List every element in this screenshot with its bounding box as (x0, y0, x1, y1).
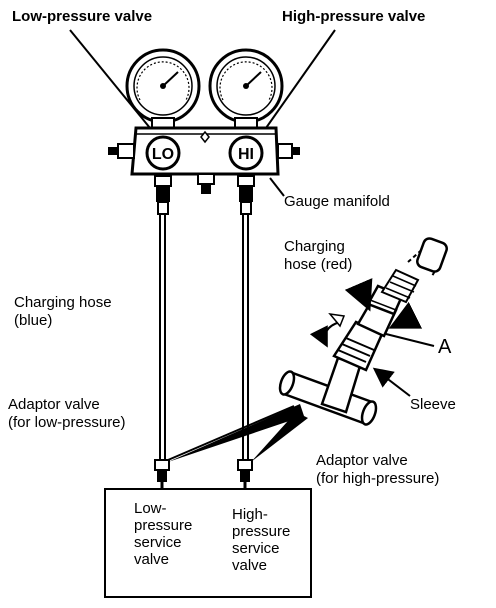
gauge-manifold-label: Gauge manifold (284, 193, 390, 210)
high-hose-fitting (237, 175, 255, 215)
charging-hose-blue-label-line1: Charging hose (14, 294, 112, 311)
adaptor-valve-high-label-line2: (for high-pressure) (316, 470, 440, 487)
callout-a-leader (385, 333, 435, 347)
high-pressure-gauge (208, 48, 284, 129)
high-pressure-valve-leader (265, 29, 336, 129)
low-pressure-gauge (125, 48, 201, 129)
low-hose-fitting (154, 175, 172, 215)
service-valve-box (104, 488, 312, 598)
sleeve-leader (372, 367, 411, 397)
lo-knob-label: LO (152, 146, 174, 163)
low-pressure-service-valve-label: Low- pressure service valve (134, 500, 193, 568)
detail-wedge-high (251, 412, 308, 462)
adaptor-valve-low-label-line2: (for low-pressure) (8, 414, 126, 431)
adaptor-detail-view (278, 237, 448, 426)
charging-hose-red-label-line1: Charging (284, 238, 345, 255)
high-pressure-service-valve-label: High- pressure service valve (232, 506, 291, 574)
low-adaptor-leader (167, 405, 295, 461)
sleeve-label: Sleeve (410, 396, 456, 413)
detail-wedge-low (168, 404, 304, 462)
low-pressure-valve-leader (69, 29, 151, 129)
charging-hose-red-label-line2: hose (red) (284, 256, 353, 273)
low-adaptor-valve (154, 459, 170, 489)
adaptor-valve-high-label-line1: Adaptor valve (316, 452, 408, 469)
high-pressure-valve-label: High-pressure valve (282, 8, 426, 25)
charging-hose-blue-label-line2: (blue) (14, 312, 53, 329)
gauge-manifold-leader (269, 177, 285, 197)
high-adaptor-valve (237, 459, 253, 489)
hi-knob-label: HI (238, 146, 254, 163)
callout-a-label: A (438, 336, 452, 358)
adaptor-valve-low-label-line1: Adaptor valve (8, 396, 100, 413)
low-pressure-valve-label: Low-pressure valve (12, 8, 153, 25)
gauge-manifold-body: LO HI (108, 126, 300, 194)
